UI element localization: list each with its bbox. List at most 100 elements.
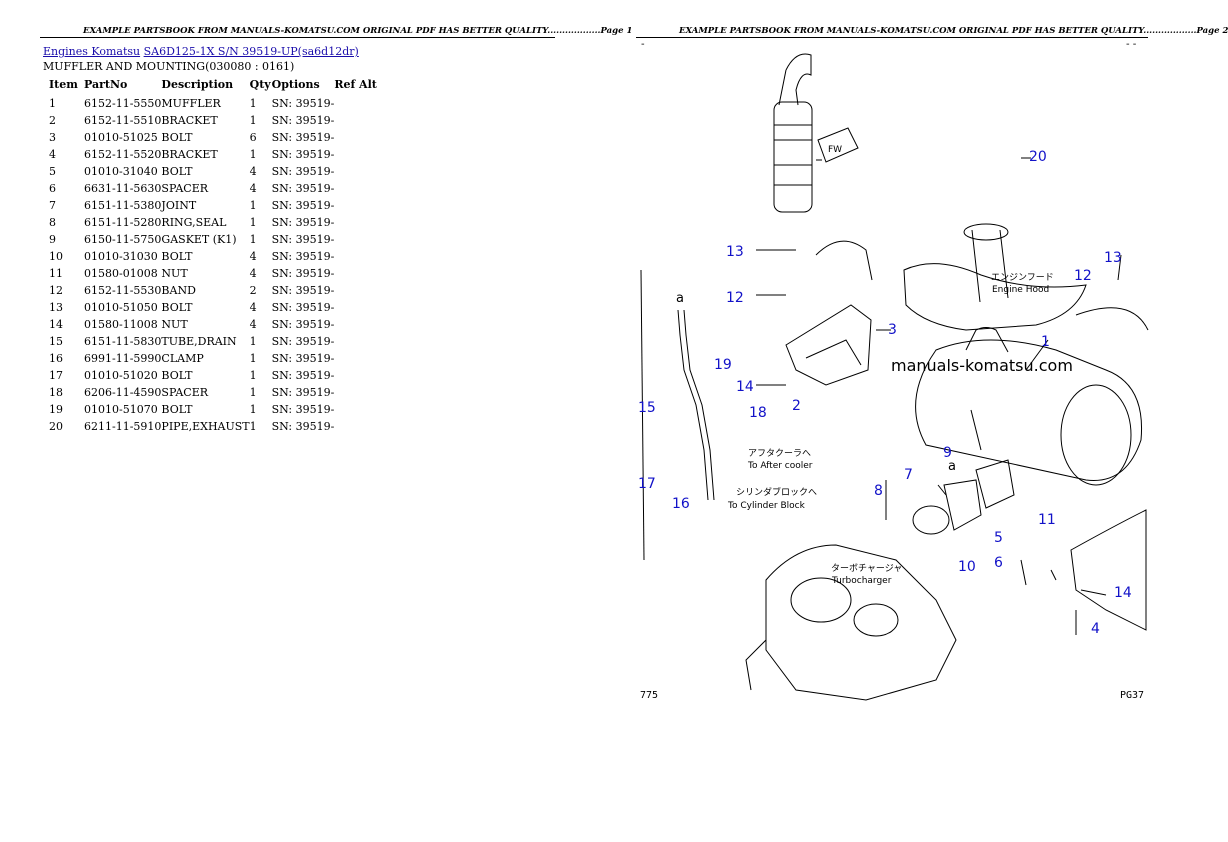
cell-options: SN: 39519- xyxy=(271,284,335,297)
callout-label: 13 xyxy=(726,244,744,260)
cell-description: NUT xyxy=(161,318,188,331)
cell-description: SPACER xyxy=(161,386,209,399)
cell-options: SN: 39519- xyxy=(271,301,335,314)
cell-refalt xyxy=(334,180,377,197)
col-description-header: Description xyxy=(161,78,234,91)
cell-refalt xyxy=(334,197,377,214)
engine-hood-label-jp: エンジンフード xyxy=(991,273,1054,283)
callout-label: 5 xyxy=(994,530,1003,546)
callout-label: 16 xyxy=(672,496,690,512)
cell-qty: 1 xyxy=(249,114,257,127)
cell-partno: 6152-11-5510 xyxy=(84,114,162,127)
cell-partno: 01010-51050 xyxy=(84,301,158,314)
cell-item: 9 xyxy=(49,233,56,246)
page-header-right: EXAMPLE PARTSBOOK FROM MANUALS-KOMATSU.C… xyxy=(679,26,1228,36)
cell-options: SN: 39519- xyxy=(271,131,335,144)
callout-label: 13 xyxy=(1104,250,1122,266)
callout-label: 15 xyxy=(638,400,656,416)
cell-qty: 1 xyxy=(249,369,257,382)
cell-item: 18 xyxy=(49,386,63,399)
cell-partno: 6991-11-5990 xyxy=(84,352,162,365)
cell-qty: 4 xyxy=(249,250,257,263)
callout-label: 14 xyxy=(1114,585,1132,601)
band-drawing xyxy=(1075,307,1149,331)
cell-partno: 01010-31040 xyxy=(84,165,158,178)
callout-label: 19 xyxy=(714,357,732,373)
cell-item: 7 xyxy=(49,199,56,212)
cell-refalt xyxy=(334,146,377,163)
callout-label: 4 xyxy=(1091,621,1100,637)
cell-refalt xyxy=(334,248,377,265)
cell-description: TUBE,DRAIN xyxy=(161,335,237,348)
callout-label: 7 xyxy=(904,467,913,483)
cell-description: RING,SEAL xyxy=(161,216,227,229)
cell-refalt xyxy=(334,214,377,231)
cell-qty: 4 xyxy=(249,318,257,331)
cell-description: BOLT xyxy=(161,301,193,314)
cell-options: SN: 39519- xyxy=(271,97,335,110)
cell-description: BOLT xyxy=(161,369,193,382)
cell-item: 4 xyxy=(49,148,56,161)
cell-description: BAND xyxy=(161,284,196,297)
cell-qty: 4 xyxy=(249,182,257,195)
callout-label: 12 xyxy=(726,290,744,306)
callout-label: 12 xyxy=(1074,268,1092,284)
cell-item: 17 xyxy=(49,369,63,382)
cell-partno: 6151-11-5830 xyxy=(84,335,162,348)
cell-description: MUFFLER xyxy=(161,97,221,110)
cell-item: 16 xyxy=(49,352,63,365)
cell-options: SN: 39519- xyxy=(271,420,335,433)
callout-label: 3 xyxy=(888,322,897,338)
cell-qty: 4 xyxy=(249,301,257,314)
joint-drawing xyxy=(943,479,982,531)
cell-item: 12 xyxy=(49,284,63,297)
cell-qty: 4 xyxy=(249,267,257,280)
cell-qty: 1 xyxy=(249,420,257,433)
model-link[interactable]: SA6D125-1X S/N 39519-UP(sa6d12dr) xyxy=(143,45,359,58)
cell-item: 11 xyxy=(49,267,63,280)
arrow-label-a: a xyxy=(948,459,956,474)
cell-qty: 1 xyxy=(249,403,257,416)
callout-label: 8 xyxy=(874,483,883,499)
cell-options: SN: 39519- xyxy=(271,318,335,331)
cell-options: SN: 39519- xyxy=(271,216,335,229)
cell-options: SN: 39519- xyxy=(271,165,335,178)
cell-options: SN: 39519- xyxy=(271,386,335,399)
cell-partno: 6631-11-5630 xyxy=(84,182,162,195)
cell-qty: 1 xyxy=(249,216,257,229)
parts-list-panel: Engines Komatsu SA6D125-1X S/N 39519-UP(… xyxy=(43,45,563,435)
cell-refalt xyxy=(334,265,377,282)
cell-qty: 6 xyxy=(249,131,257,144)
fw-marker-label: FW xyxy=(828,145,842,155)
engine-hood-label: Engine Hood xyxy=(992,285,1049,295)
table-header-row: Item PartNo Description Qty Options Ref … xyxy=(43,76,377,95)
cell-description: JOINT xyxy=(161,199,197,212)
cell-refalt xyxy=(334,367,377,384)
cell-qty: 1 xyxy=(249,199,257,212)
exploded-parts-diagram: - - - エンジンフード Engine Hood アフタクーラへ To Aft… xyxy=(638,39,1149,701)
page-number-right: PG37 xyxy=(1120,690,1145,701)
engines-komatsu-link[interactable]: Engines Komatsu xyxy=(43,45,141,58)
cell-refalt xyxy=(334,316,377,333)
cell-item: 1 xyxy=(49,97,56,110)
aftercooler-label-jp: アフタクーラへ xyxy=(748,448,811,459)
cell-partno: 01010-51025 xyxy=(84,131,158,144)
cell-item: 2 xyxy=(49,114,56,127)
callout-label: 9 xyxy=(943,445,952,461)
col-item-header: Item xyxy=(49,78,78,91)
engine-hood-drawing xyxy=(903,223,1087,331)
header-rule-right xyxy=(636,37,1148,38)
callout-label: 18 xyxy=(749,405,767,421)
section-title: MUFFLER AND MOUNTING(030080 : 0161) xyxy=(43,60,295,73)
